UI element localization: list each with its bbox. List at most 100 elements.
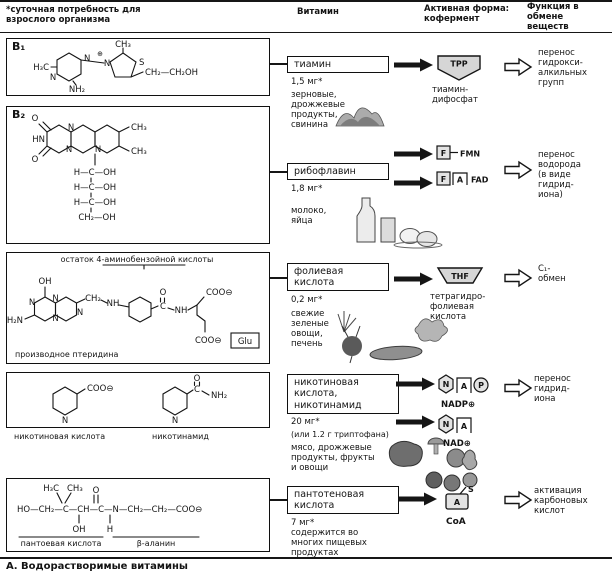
structure-box-riboflavin: O HN O N N N CH₃ CH₃ H—C—OH H—C—OH H—C—O… [6,106,270,244]
atom-label: CH₃ [115,40,131,50]
vitamin-name-niacin: никотиновая кислота, никотинамид [287,374,399,414]
atom-label: CH₃ [131,147,147,157]
atom-label: S [139,58,144,68]
connector-line [270,171,287,173]
coenzyme-text: FAD [471,176,489,185]
coenzyme-glyph: N [443,380,450,389]
structure-box-niacin: N COO⊖ N C O NH₂ [6,372,270,428]
niacin-structure: N COO⊖ N C O NH₂ [52,374,227,426]
open-arrow-icon [504,490,533,510]
solid-arrow-icon [394,272,433,286]
atom-label: OH [38,277,51,287]
vitamin-name-thiamine: тиамин [287,56,389,73]
fmn-coenzyme-icon: F FMN [436,145,480,160]
atom-label: COO⊖ [206,288,232,298]
atom-label: H₂N [7,316,23,326]
food-sources: мясо, дрожжевые продукты, фрукты и овощи [291,443,375,473]
atom-label: NH₂ [69,85,85,95]
atom-label: N [29,298,35,308]
nad-coenzyme-icon: N A [438,414,472,434]
metabolic-function: перенос водорода (в виде гидрид- иона) [538,150,581,200]
food-illustration-meat-fruits [388,437,478,492]
tpp-coenzyme-icon: TPP [437,55,481,81]
vitamin-letter-b2: B₂ [12,108,26,121]
riboflavin-structure: O HN O N N N CH₃ CH₃ H—C—OH H—C—OH H—C—O… [32,114,147,223]
atom-label: N [68,123,74,133]
connector-line [270,499,287,501]
atom-label: N [52,314,58,324]
solid-arrow-icon [394,176,433,190]
atom-label: CH₂—OH [78,213,115,223]
food-sources: содержится во многих пищевых продуктах [291,528,367,558]
atom-label: N [52,294,58,304]
vitamin-name-pantothenic-acid: пантотеновая кислота [287,486,399,514]
atom-label: C [160,302,166,312]
structure-caption: производное птеридина [15,350,118,359]
solid-arrow-icon [396,377,435,391]
daily-dose: 1,8 мг* [291,184,323,194]
nadp-coenzyme-icon: N A P [438,374,489,394]
metabolic-function: активация карбоновых кислот [534,486,588,516]
structure-box-thiamine: H₃C N N NH₂ CH₃ N ⊕ S CH₂—CH₂OH [6,38,270,96]
column-header-function: Функция в обмене веществ [527,2,579,32]
solid-arrow-icon [394,58,433,72]
atom-label: O [32,114,39,124]
daily-dose-note: (или 1.2 г триптофана) [291,430,389,439]
atom-label: CH₂—CH₂OH [145,68,198,78]
atom-label: HO—CH₂—C—CH—C—N—CH₂—CH₂—COO⊖ [17,505,202,515]
coenzyme-glyph: F [441,149,446,158]
atom-label: N [62,416,68,426]
atom-label: H—C—OH [74,198,116,208]
solid-arrow-icon [398,492,437,506]
atom-label: NH [107,299,120,309]
atom-label: N [104,59,110,69]
atom-label: H—C—OH [74,168,116,178]
folic-acid-structure: остаток 4-аминобензойной кислоты OH H₂N … [7,255,260,359]
vitamin-name-folic-acid: фолиевая кислота [287,263,389,291]
coenzyme-glyph: THF [451,272,469,281]
vitamin-name-riboflavin: рибофлавин [287,163,389,180]
food-sources: молоко, яйца [291,206,327,226]
coenzyme-label-nad: NAD⊕ [443,439,471,449]
food-sources: свежие зеленые овощи, печень [291,309,329,349]
food-illustration-milk-eggs [356,197,443,249]
atom-label: N [95,145,101,155]
fad-coenzyme-icon: F A FAD [436,171,489,186]
coenzyme-glyph: F [441,175,446,184]
structure-caption-nicotinic-acid: никотиновая кислота [14,432,106,441]
atom-label: COO⊖ [87,384,113,394]
coenzyme-label-coa: CoA [446,517,466,527]
atom-label: CH₂ [85,294,101,304]
coenzyme-glyph: A [454,498,461,507]
food-illustration-vegetables [337,311,448,364]
atom-label: H—C—OH [74,183,116,193]
atom-label: N [77,308,83,318]
daily-dose: 1,5 мг* [291,77,323,87]
thf-coenzyme-icon: THF [436,267,484,284]
food-sources: зерновые, дрожжевые продукты, свинина [291,90,345,130]
vitamin-letter-b1: B₁ [12,40,26,53]
connector-line [270,277,287,279]
atom-label: O [160,288,167,298]
structure-box-pantothenic-acid: H₃C CH₃ HO—CH₂—C—CH—C—N—CH₂—CH₂—COO⊖ OH … [6,478,270,552]
coenzyme-glyph: A [461,382,468,391]
atom-label: N [172,416,178,426]
atom-label: CH₃ [131,123,147,133]
atom-label: C [194,385,200,395]
coenzyme-glyph: TPP [450,60,467,69]
column-header-vitamin: Витамин [297,7,339,17]
metabolic-function: перенос гидрид- иона [534,374,571,404]
coenzyme-label-tpp: тиамин- дифосфат [432,85,478,105]
daily-dose: 20 мг* [291,417,320,427]
atom-label: COO⊖ [195,336,221,346]
bottom-rule [0,557,612,559]
open-arrow-icon [504,160,533,180]
metabolic-function: C₁- обмен [538,264,566,284]
food-illustration-grain-pile [335,107,385,127]
coenzyme-glyph: S [468,485,474,494]
charge-label: ⊕ [97,50,103,58]
atom-label: H [107,525,113,535]
daily-requirement-footnote: *суточная потребность для взрослого орга… [6,5,141,25]
coenzyme-label-thf: тетрагидро- фолиевая кислота [430,292,486,322]
atom-label: H₃C [33,63,49,73]
